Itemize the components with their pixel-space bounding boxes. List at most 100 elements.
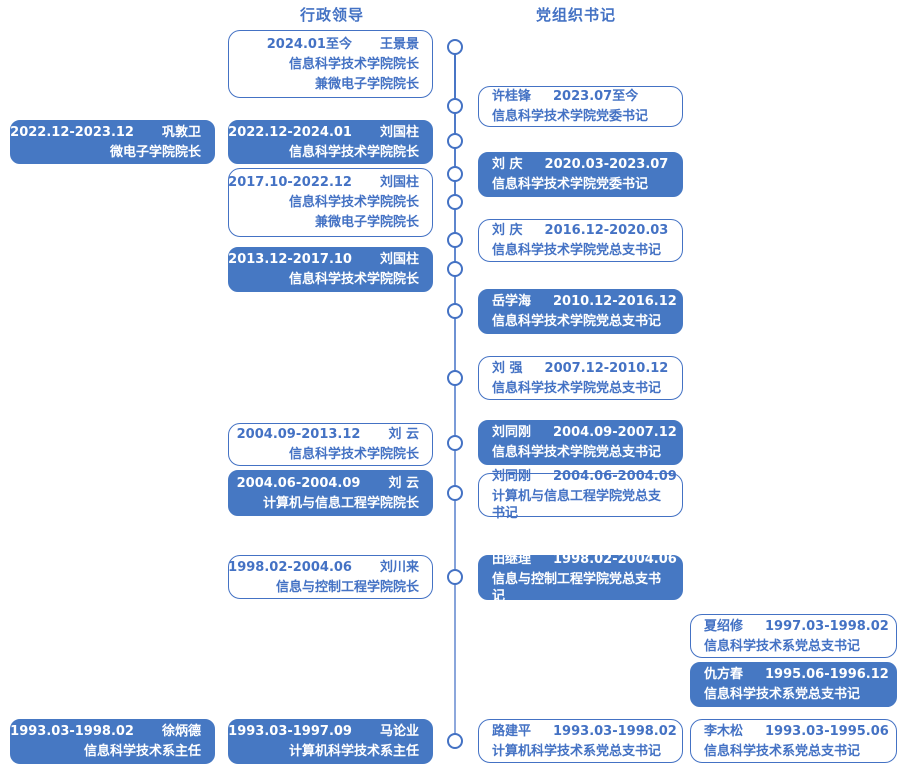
card-name: 刘国柱	[379, 175, 419, 190]
card-headline: 2022.12-2023.12 巩敦卫	[10, 124, 201, 141]
timeline-node	[447, 98, 463, 114]
admin-card-xubingde: 1993.03-1998.02 徐炳德 信息科学技术系主任	[10, 719, 215, 764]
card-role: 信息科学技术学院党总支书记	[492, 314, 662, 329]
card-role: 信息科学技术学院党总支书记	[492, 243, 662, 258]
card-period: 2010.12-2016.12	[553, 294, 677, 309]
timeline-node	[447, 733, 463, 749]
card-headline: 刘 强 2007.12-2010.12	[492, 360, 669, 377]
timeline-node	[447, 39, 463, 55]
card-headline: 岳学海 2010.12-2016.12	[492, 293, 677, 310]
party-card-yuexuehai: 岳学海 2010.12-2016.12 信息科学技术学院党总支书记	[478, 289, 683, 334]
party-card-lujianping: 路建平 1993.03-1998.02 计算机科学技术系党总支书记	[478, 719, 683, 763]
card-period: 2017.10-2022.12	[228, 175, 352, 190]
card-period: 1995.06-1996.12	[765, 667, 889, 682]
timeline-node	[447, 435, 463, 451]
card-name: 刘 云	[388, 475, 419, 491]
card-headline: 1998.02-2004.06 刘川来	[228, 559, 419, 576]
card-period: 1993.03-1998.02	[10, 724, 134, 739]
card-period: 2020.03-2023.07	[544, 157, 669, 172]
card-name: 田继理	[492, 551, 532, 567]
timeline-node	[447, 261, 463, 277]
card-name: 路建平	[492, 723, 532, 739]
card-headline: 刘 庆 2020.03-2023.07	[492, 156, 669, 173]
party-card-limusong: 李木松 1993.03-1995.06 信息科学技术系党总支书记	[690, 719, 897, 763]
card-period: 1993.03-1997.09	[228, 724, 352, 739]
party-card-xuguifeng: 许桂锋 2023.07至今 信息科学技术学院党委书记	[478, 86, 683, 127]
card-headline: 田继理 1998.02-2004.06	[492, 551, 677, 568]
card-name: 许桂锋	[492, 89, 532, 104]
card-period: 1997.03-1998.02	[765, 618, 889, 634]
card-headline: 刘同刚 2004.06-2004.09	[492, 468, 677, 485]
party-column-header: 党组织书记	[535, 6, 616, 24]
timeline-node	[447, 194, 463, 210]
admin-card-wangjingjing: 2024.01至今 王景景 信息科学技术学院院长 兼微电子学院院长	[228, 30, 433, 98]
timeline-node	[447, 485, 463, 501]
party-card-liutonggang-2: 刘同刚 2004.06-2004.09 计算机与信息工程学院党总支书记	[478, 469, 683, 521]
card-headline: 夏绍修 1997.03-1998.02	[704, 618, 889, 635]
card-name: 刘川来	[379, 559, 419, 575]
card-period: 1998.02-2004.06	[228, 559, 352, 575]
card-role: 计算机科学技术系主任	[288, 744, 419, 759]
card-period: 2004.06-2004.09	[553, 469, 677, 484]
admin-card-liuguozhu-1: 2022.12-2024.01 刘国柱 信息科学技术学院院长	[228, 120, 433, 164]
card-role: 兼微电子学院院长	[314, 215, 419, 230]
card-name: 岳学海	[492, 294, 532, 309]
card-role: 信息科学技术学院院长	[288, 447, 419, 462]
party-card-liuqing-1: 刘 庆 2020.03-2023.07 信息科学技术学院党委书记	[478, 152, 683, 197]
card-role: 信息科学技术学院院长	[288, 272, 419, 287]
card-name: 刘 强	[492, 360, 523, 376]
card-role: 兼微电子学院院长	[314, 76, 419, 92]
timeline-node	[447, 232, 463, 248]
timeline-node	[447, 370, 463, 386]
party-card-liutonggang-1: 刘同刚 2004.09-2007.12 信息科学技术学院党总支书记	[478, 420, 683, 465]
card-period: 1998.02-2004.06	[553, 551, 677, 567]
card-headline: 2013.12-2017.10 刘国柱	[228, 251, 419, 268]
card-headline: 2017.10-2022.12 刘国柱	[228, 174, 419, 191]
admin-card-liuguozhu-3: 2013.12-2017.10 刘国柱 信息科学技术学院院长	[228, 247, 433, 292]
card-period: 1993.03-1998.02	[553, 723, 677, 739]
card-name: 刘 云	[388, 427, 419, 442]
card-role: 信息科学技术学院党总支书记	[492, 380, 662, 396]
card-role: 信息与控制工程学院院长	[275, 579, 419, 595]
card-headline: 1993.03-1997.09 马论业	[228, 723, 419, 740]
card-headline: 刘同刚 2004.09-2007.12	[492, 424, 677, 441]
card-headline: 李木松 1993.03-1995.06	[704, 723, 889, 740]
card-role: 信息科学技术学院党委书记	[492, 177, 649, 192]
card-headline: 2004.06-2004.09 刘 云	[237, 475, 419, 492]
card-role: 信息科学技术学院院长	[288, 195, 419, 210]
card-headline: 许桂锋 2023.07至今	[492, 88, 669, 105]
card-name: 夏绍修	[704, 618, 744, 634]
card-headline: 路建平 1993.03-1998.02	[492, 723, 677, 740]
card-period: 2022.12-2023.12	[10, 124, 134, 140]
card-name: 仇方春	[704, 667, 744, 682]
admin-card-liuyun-2: 2004.06-2004.09 刘 云 计算机与信息工程学院院长	[228, 470, 433, 516]
card-headline: 2022.12-2024.01 刘国柱	[228, 124, 419, 141]
card-role: 信息科学技术系主任	[83, 744, 201, 759]
card-period: 1993.03-1995.06	[765, 723, 889, 739]
card-role: 计算机科学技术系党总支书记	[492, 743, 662, 759]
card-name: 巩敦卫	[161, 124, 201, 140]
card-period: 2004.09-2013.12	[236, 427, 361, 442]
card-role: 信息科学技术系党总支书记	[704, 687, 861, 702]
card-period: 2007.12-2010.12	[544, 360, 669, 376]
admin-card-gongdunwei: 2022.12-2023.12 巩敦卫 微电子学院院长	[10, 120, 215, 164]
party-card-qiufangchun: 仇方春 1995.06-1996.12 信息科学技术系党总支书记	[690, 662, 897, 707]
timeline-node	[447, 133, 463, 149]
card-headline: 刘 庆 2016.12-2020.03	[492, 222, 669, 239]
card-period: 2022.12-2024.01	[228, 124, 352, 140]
card-name: 刘国柱	[379, 252, 419, 267]
card-period: 2013.12-2017.10	[228, 252, 352, 267]
party-card-xiashaoxiu: 夏绍修 1997.03-1998.02 信息科学技术系党总支书记	[690, 614, 897, 658]
card-role: 信息科学技术学院党委书记	[492, 109, 649, 124]
card-name: 刘国柱	[379, 124, 419, 140]
card-period: 2023.07至今	[553, 89, 639, 104]
party-card-liuqing-2: 刘 庆 2016.12-2020.03 信息科学技术学院党总支书记	[478, 219, 683, 262]
card-headline: 1993.03-1998.02 徐炳德	[10, 723, 201, 740]
card-role: 微电子学院院长	[109, 144, 201, 160]
card-name: 刘同刚	[492, 469, 532, 484]
card-name: 刘同刚	[492, 425, 532, 440]
card-period: 2024.01至今	[266, 36, 352, 52]
card-name: 徐炳德	[161, 724, 201, 739]
admin-card-liuyun-1: 2004.09-2013.12 刘 云 信息科学技术学院院长	[228, 423, 433, 466]
